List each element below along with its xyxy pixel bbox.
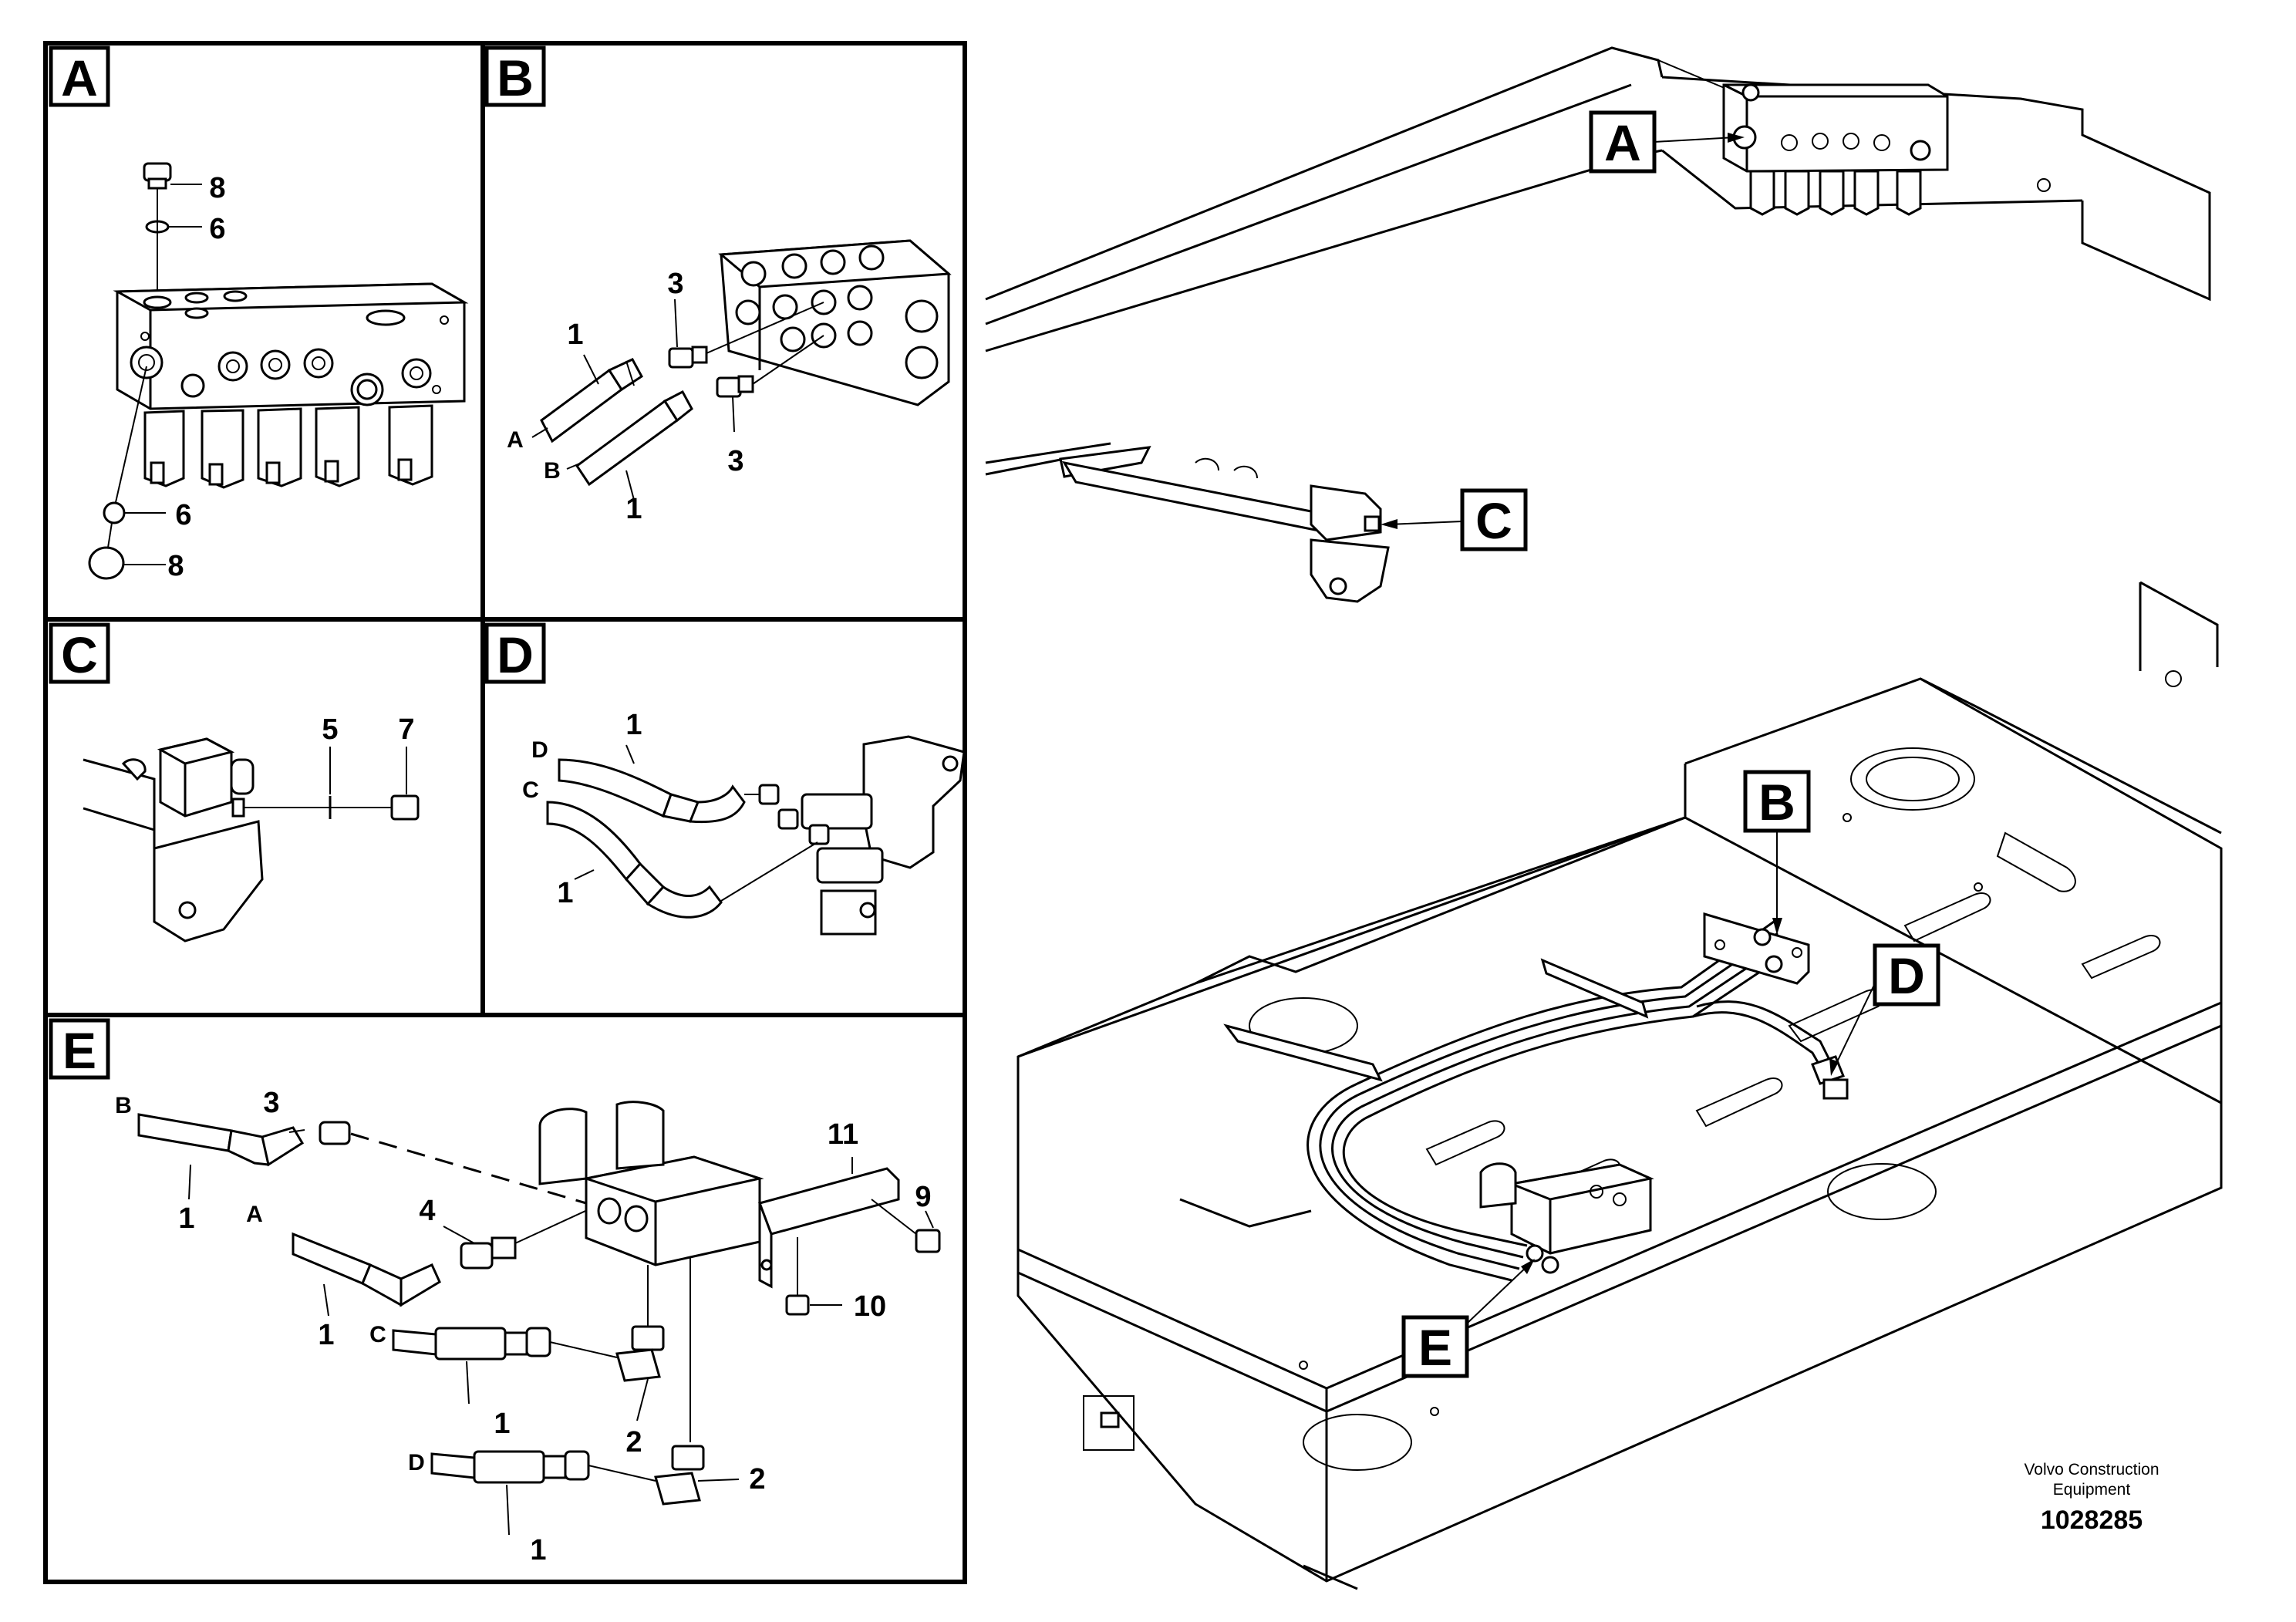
adapter-3-bottom xyxy=(716,375,754,398)
bracket-11 xyxy=(758,1157,900,1289)
callout-1-a: 1 xyxy=(178,1202,194,1235)
overview-callout-c: C xyxy=(1381,488,1528,551)
block-d xyxy=(801,735,966,936)
overview-label-a: A xyxy=(1604,114,1641,171)
callout-11: 11 xyxy=(828,1118,858,1151)
bolt-10 xyxy=(785,1237,842,1316)
panel-c-letter: C xyxy=(61,626,98,683)
hose-label-d: D xyxy=(531,737,548,763)
callout-1-bottom: 1 xyxy=(557,877,573,909)
callout-1-d: 1 xyxy=(530,1534,546,1566)
hose-e-d xyxy=(430,1450,656,1484)
overview-label-d: D xyxy=(1888,947,1925,1004)
hose-label-c: C xyxy=(522,777,539,803)
callout-1-top: 1 xyxy=(567,319,583,351)
panel-b-letter: B xyxy=(497,49,534,106)
hose-b xyxy=(575,389,693,487)
distributor-block xyxy=(113,282,469,410)
fitting-5 xyxy=(231,747,393,819)
panel-frames xyxy=(43,41,967,1584)
plug-top xyxy=(143,162,202,190)
hose-e-c xyxy=(392,1327,618,1361)
overview-label-b: B xyxy=(1758,774,1795,831)
panel-e-letter: E xyxy=(62,1022,96,1079)
callout-6-bottom: 6 xyxy=(175,499,191,531)
manifold-block xyxy=(718,239,952,406)
hose-c xyxy=(546,801,723,919)
callout-4: 4 xyxy=(419,1195,435,1227)
document-number: 1028285 xyxy=(2041,1506,2143,1535)
panel-d-tag xyxy=(484,622,546,684)
hose-e-b xyxy=(137,1113,351,1167)
panel-b: B xyxy=(484,46,952,525)
plug-bottom xyxy=(88,546,166,580)
bolt-9 xyxy=(871,1199,941,1253)
callout-8-bottom: 8 xyxy=(167,550,184,582)
hose-label-a: A xyxy=(246,1202,263,1227)
grease-bar xyxy=(83,758,156,848)
washer-top xyxy=(145,220,202,234)
hose-label-b: B xyxy=(115,1093,132,1118)
overview-callout-d: D xyxy=(1829,943,1940,1076)
hose-d xyxy=(558,758,746,824)
panel-a-letter: A xyxy=(61,49,98,106)
overview-callout-a: A xyxy=(1589,110,1745,174)
callout-2-a: 2 xyxy=(625,1426,642,1458)
callout-1-c: 1 xyxy=(494,1408,510,1440)
adapter-3-top xyxy=(668,346,708,369)
hose-e-a xyxy=(292,1232,517,1307)
callout-5: 5 xyxy=(322,713,338,746)
hose-a xyxy=(540,358,643,443)
hose-label-d: D xyxy=(408,1450,425,1475)
overview-label-c: C xyxy=(1475,492,1512,549)
callout-1-top: 1 xyxy=(625,709,642,741)
panel-a: A xyxy=(49,46,469,582)
chassis-frame xyxy=(1017,581,2223,1590)
overview-label-e: E xyxy=(1418,1319,1452,1376)
valve-block-e xyxy=(538,1101,764,1442)
mount-bracket xyxy=(153,820,264,943)
callout-3: 3 xyxy=(263,1087,279,1119)
fittings-d xyxy=(758,784,830,845)
panel-a-tag xyxy=(49,46,110,107)
panel-b-tag xyxy=(484,46,546,107)
machine-overview xyxy=(985,46,2223,1590)
panel-d: D 1 D C 1 xyxy=(484,622,966,936)
valve-e-overview xyxy=(1479,1162,1654,1274)
vendor-line-2: Equipment xyxy=(2053,1481,2131,1499)
panel-e-tag xyxy=(49,1018,110,1080)
terminal-block xyxy=(157,737,255,818)
footer-block: Volvo Construction Equipment 1028285 xyxy=(2024,1461,2159,1535)
callout-8-top: 8 xyxy=(209,172,225,204)
callout-3-top: 3 xyxy=(667,268,683,300)
callout-2-b: 2 xyxy=(749,1463,765,1496)
valve-cartridges xyxy=(143,404,433,489)
hose-label-a: A xyxy=(507,427,524,453)
panel-c: C 5 7 xyxy=(49,622,420,943)
distributor-overview xyxy=(1722,83,1949,216)
elbow-2-top xyxy=(615,1325,665,1382)
panel-c-tag xyxy=(49,622,110,684)
panel-e: E xyxy=(49,1018,941,1566)
callout-1-bottom: 1 xyxy=(625,493,642,525)
overview-callout-b: B xyxy=(1743,770,1811,935)
cap-7 xyxy=(390,747,420,821)
grease-rail xyxy=(985,442,1390,603)
hose-label-b: B xyxy=(544,458,561,484)
vendor-line-1: Volvo Construction xyxy=(2024,1461,2159,1479)
callout-9: 9 xyxy=(915,1181,931,1213)
hose-label-c: C xyxy=(369,1322,386,1347)
callout-3-bottom: 3 xyxy=(727,445,743,477)
elbow-2-bottom xyxy=(654,1445,705,1506)
callout-1-b: 1 xyxy=(318,1319,334,1351)
overview-callout-e: E xyxy=(1401,1259,1535,1378)
callout-10: 10 xyxy=(854,1290,886,1323)
washer-bottom xyxy=(103,501,166,524)
callout-6-top: 6 xyxy=(209,213,225,245)
panel-d-letter: D xyxy=(497,626,534,683)
callout-7: 7 xyxy=(398,713,414,746)
hose-bundle xyxy=(1223,912,1849,1282)
upper-beam xyxy=(985,46,2211,352)
